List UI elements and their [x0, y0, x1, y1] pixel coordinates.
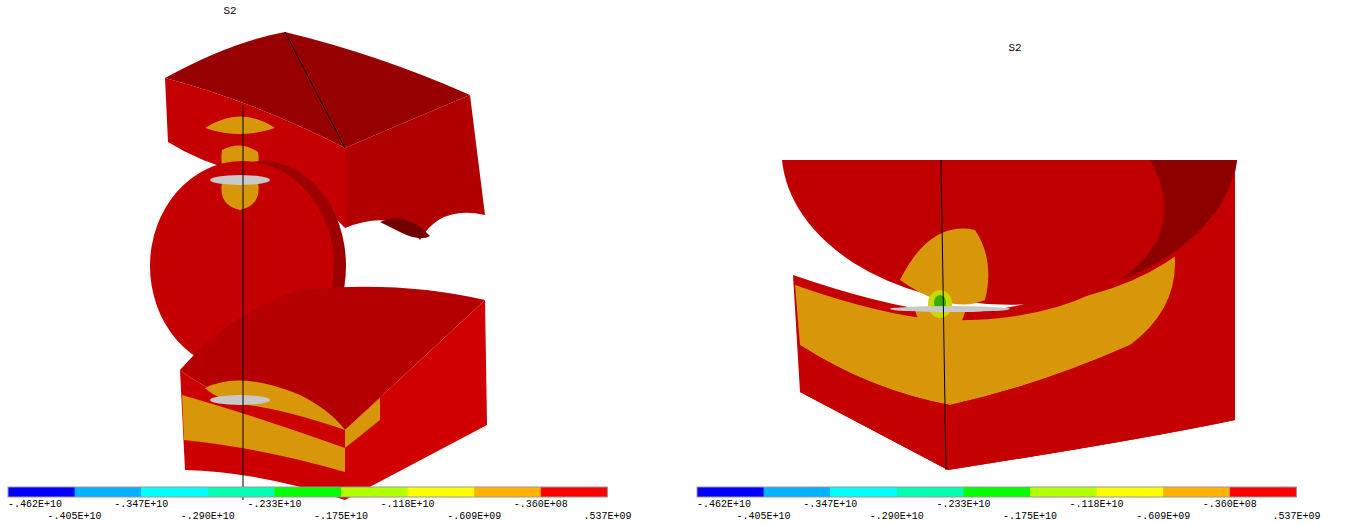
ball-surface — [782, 160, 1237, 305]
color-band — [141, 487, 208, 497]
lower-race-side — [345, 300, 487, 500]
color-band — [75, 487, 142, 497]
color-band — [8, 487, 75, 497]
color-band — [541, 487, 608, 497]
color-bar-frame — [697, 487, 1296, 497]
color-bar-value: -.462E+10 — [8, 499, 62, 511]
color-band — [408, 487, 475, 497]
color-bar-value: -.405E+10 — [737, 511, 791, 523]
plot-title: S2 — [1008, 42, 1021, 55]
upper-race-side — [345, 95, 485, 240]
color-bar — [8, 487, 607, 497]
color-band — [897, 487, 964, 497]
plot-title: S2 — [223, 5, 236, 18]
color-bar-value: -.360E+08 — [514, 499, 568, 511]
color-band — [208, 487, 275, 497]
color-bar-value: -.118E+10 — [381, 499, 435, 511]
stress-zone-orange — [205, 117, 275, 135]
color-bar — [697, 487, 1296, 497]
color-band — [764, 487, 831, 497]
color-bar-value: -.347E+10 — [114, 499, 168, 511]
color-bar-value: .537E+09 — [583, 511, 631, 523]
lower-race-front — [180, 370, 345, 500]
color-bar-value: -.233E+10 — [936, 499, 990, 511]
ball-rim — [1120, 160, 1237, 280]
color-band — [830, 487, 897, 497]
symmetry-line — [941, 160, 946, 470]
color-bar-frame — [8, 487, 607, 497]
contact-patch — [890, 306, 1010, 312]
color-band — [963, 487, 1030, 497]
color-bar-value: -.347E+10 — [803, 499, 857, 511]
contact-patch — [210, 175, 270, 185]
color-band — [341, 487, 408, 497]
lower-race-front-lower — [800, 330, 1235, 470]
symmetry-line — [243, 32, 345, 500]
color-bar-value: .537E+09 — [1272, 511, 1320, 523]
color-band — [1230, 487, 1297, 497]
color-bar-value: -.233E+10 — [247, 499, 301, 511]
color-band — [1097, 487, 1164, 497]
color-bar-value: -.175E+10 — [1003, 511, 1057, 523]
color-band — [1030, 487, 1097, 497]
contact-patch — [210, 395, 270, 405]
color-bar-value: -.405E+10 — [48, 511, 102, 523]
color-band — [1163, 487, 1230, 497]
color-bar-value: -.290E+10 — [870, 511, 924, 523]
color-bar-value: -.175E+10 — [314, 511, 368, 523]
color-bar-value: -.462E+10 — [697, 499, 751, 511]
color-bar-value: -.118E+10 — [1070, 499, 1124, 511]
color-bar-value: -.290E+10 — [181, 511, 235, 523]
color-bar-value: -.609E+09 — [1136, 511, 1190, 523]
color-bar-value: -.609E+09 — [447, 511, 501, 523]
stress-zone-orange — [345, 398, 380, 448]
stress-zone-orange — [205, 380, 345, 430]
color-bar-value: -.360E+08 — [1203, 499, 1257, 511]
upper-race-groove — [380, 218, 430, 238]
stress-zone-yellow — [928, 290, 952, 318]
color-band — [697, 487, 764, 497]
color-band — [274, 487, 341, 497]
color-band — [474, 487, 541, 497]
